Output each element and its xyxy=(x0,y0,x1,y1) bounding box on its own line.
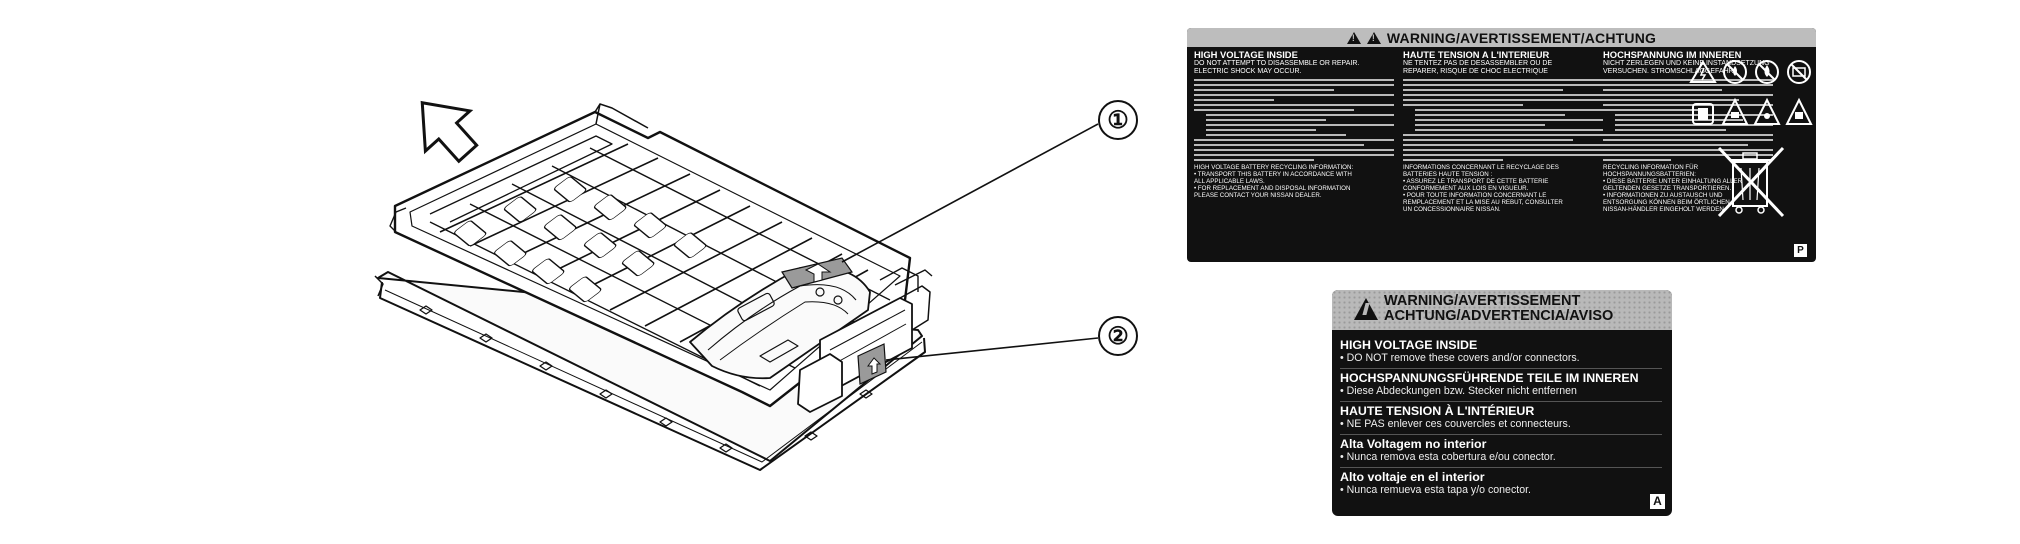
no-disassembly-icon xyxy=(1787,60,1811,84)
label-a-row-text: • Diese Abdeckungen bzw. Stecker nicht e… xyxy=(1340,385,1577,397)
label-a-title-line-2: ACHTUNG/ADVERTENCIA/AVISO xyxy=(1384,308,1614,324)
label-p-english-recycle-1: HIGH VOLTAGE BATTERY RECYCLING INFORMATI… xyxy=(1194,164,1354,171)
label-a-row-heading: Alto voltaje en el interior xyxy=(1340,470,1485,484)
label-p-french-recycle-5: • POUR TOUTE INFORMATION CONCERNANT LE xyxy=(1403,192,1547,199)
label-p-german-recycle-3: • DIESE BATTERIE UNTER EINHALTUNG ALLER xyxy=(1603,178,1743,185)
label-a-row-text: • NE PAS enlever ces couvercles et conne… xyxy=(1340,418,1571,430)
label-p-title-bar: WARNING/AVERTISSEMENT/ACHTUNG xyxy=(1187,28,1816,47)
label-p-german-line-2: VERSUCHEN. STROMSCHLAGGEFAHR xyxy=(1603,68,1734,75)
upper-label-location xyxy=(781,257,853,289)
label-p-french-line-1: NE TENTEZ PAS DE DESASSEMBLER OU DE xyxy=(1403,60,1553,67)
front-direction-arrow-icon xyxy=(420,100,479,164)
label-p-english-heading: HIGH VOLTAGE INSIDE xyxy=(1194,49,1298,60)
label-a-row-spanish: Alto voltaje en el interior • Nunca remu… xyxy=(1340,468,1662,500)
label-p-french-recycle-7: UN CONCESSIONNAIRE NISSAN. xyxy=(1403,206,1501,213)
side-label-location xyxy=(857,343,887,385)
label-p-german-recycle-5: • INFORMATIONEN ZU AUSTAUSCH UND xyxy=(1603,192,1723,199)
battery-pack-drawing: ① ② xyxy=(374,100,1138,471)
label-a-row-heading: HOCHSPANNUNGSFÜHRENDE TEILE IM INNEREN xyxy=(1340,371,1639,385)
label-p-german-heading: HOCHSPANNUNG IM INNEREN xyxy=(1603,49,1742,60)
label-p-german-recycle-1: RECYCLING INFORMATION FÜR xyxy=(1603,164,1699,171)
label-p-french-line-2: REPARER, RISQUE DE CHOC ELECTRIQUE xyxy=(1403,68,1548,75)
label-p-german-recycle-4: GELTENDEN GESETZE TRANSPORTIEREN. xyxy=(1603,185,1732,192)
label-a-header: WARNING/AVERTISSEMENT ACHTUNG/ADVERTENCI… xyxy=(1332,290,1672,330)
label-p-french-fine-print xyxy=(1403,79,1603,161)
warning-label-a: WARNING/AVERTISSEMENT ACHTUNG/ADVERTENCI… xyxy=(1332,290,1672,516)
no-fire-icon xyxy=(1723,60,1747,84)
label-a-row-heading: HIGH VOLTAGE INSIDE xyxy=(1340,338,1478,352)
callout-2: ② xyxy=(1098,316,1138,356)
label-a-row-heading: HAUTE TENSION À L'INTÉRIEUR xyxy=(1340,404,1535,418)
label-p-english-recycle-2: • TRANSPORT THIS BATTERY IN ACCORDANCE W… xyxy=(1194,171,1352,178)
high-voltage-warning-icon xyxy=(1354,298,1378,320)
high-voltage-warning-icon xyxy=(1689,60,1717,83)
label-p-letter: P xyxy=(1794,244,1807,257)
label-p-english-line-2: ELECTRIC SHOCK MAY OCCUR. xyxy=(1194,68,1302,75)
explosive-icon xyxy=(1753,97,1781,125)
callout-1-number: ① xyxy=(1107,107,1129,134)
label-p-french-recycle-3: • ASSUREZ LE TRANSPORT DE CETTE BATTERIE xyxy=(1403,178,1549,185)
battery-pack-body xyxy=(374,103,933,471)
warning-triangle-icon xyxy=(1346,31,1361,44)
label-p-english-recycle-3: ALL APPLICABLE LAWS. xyxy=(1194,178,1265,185)
label-a-title-line-1: WARNING/AVERTISSEMENT xyxy=(1384,293,1581,309)
label-p-title: WARNING/AVERTISSEMENT/ACHTUNG xyxy=(1386,29,1657,46)
warning-triangle-icon xyxy=(1366,31,1381,44)
read-manual-icon xyxy=(1785,97,1813,125)
label-a-letter: A xyxy=(1650,494,1665,509)
label-a-row-text: • Nunca remova esta cobertura e/ou conec… xyxy=(1340,451,1556,463)
label-p-english-column: HIGH VOLTAGE INSIDE DO NOT ATTEMPT TO DI… xyxy=(1194,50,1394,199)
no-water-icon xyxy=(1755,60,1779,84)
label-a-row-heading: Alta Voltagem no interior xyxy=(1340,437,1487,451)
label-p-english-fine-print xyxy=(1194,79,1394,161)
label-p-safety-icons xyxy=(1689,60,1813,218)
label-p-french-recycle-4: CONFORMEMENT AUX LOIS EN VIGUEUR. xyxy=(1403,185,1529,192)
label-p-english-recycle-4: • FOR REPLACEMENT AND DISPOSAL INFORMATI… xyxy=(1194,185,1351,192)
corrosive-icon xyxy=(1721,97,1749,125)
warning-label-p: WARNING/AVERTISSEMENT/ACHTUNG HIGH VOLTA… xyxy=(1187,28,1816,262)
leader-line-1 xyxy=(841,123,1099,263)
label-p-german-recycle-6: ENTSORGUNG KÖNNEN BEIM ÖRTLICHEN xyxy=(1603,199,1730,206)
label-p-german-recycle-2: HOCHSPANNUNGSBATTERIEN: xyxy=(1603,171,1696,178)
callout-1: ① xyxy=(1098,100,1138,140)
label-p-german-recycle-7: NISSAN-HÄNDLER EINGEHOLT WERDEN. xyxy=(1603,206,1726,213)
label-a-rows: HIGH VOLTAGE INSIDE • DO NOT remove thes… xyxy=(1340,336,1662,500)
label-a-row-french: HAUTE TENSION À L'INTÉRIEUR • NE PAS enl… xyxy=(1340,402,1662,435)
label-p-french-recycle-6: REMPLACEMENT ET LA MISE AU REBUT, CONSUL… xyxy=(1403,199,1563,206)
label-a-row-portuguese: Alta Voltagem no interior • Nunca remova… xyxy=(1340,435,1662,468)
callout-2-number: ② xyxy=(1107,323,1129,350)
do-not-dispose-bin-icon xyxy=(1717,146,1785,218)
label-p-french-recycle-2: BATTERIES HAUTE TENSION : xyxy=(1403,171,1493,178)
label-p-french-heading: HAUTE TENSION A L'INTERIEUR xyxy=(1403,49,1550,60)
label-p-french-recycle-1: INFORMATIONS CONCERNANT LE RECYCLAGE DES xyxy=(1403,164,1559,171)
label-p-english-recycle-5: PLEASE CONTACT YOUR NISSAN DEALER. xyxy=(1194,192,1322,199)
label-a-row-text: • DO NOT remove these covers and/or conn… xyxy=(1340,352,1580,364)
label-a-title: WARNING/AVERTISSEMENT ACHTUNG/ADVERTENCI… xyxy=(1384,294,1613,324)
label-a-row-german: HOCHSPANNUNGSFÜHRENDE TEILE IM INNEREN •… xyxy=(1340,369,1662,402)
label-a-row-text: • Nunca remueva esta tapa y/o conector. xyxy=(1340,484,1531,496)
label-p-english-line-1: DO NOT ATTEMPT TO DISASSEMBLE OR REPAIR. xyxy=(1194,60,1360,67)
label-p-german-column: HOCHSPANNUNG IM INNEREN NICHT ZERLEGEN U… xyxy=(1603,50,1803,213)
leader-line-2 xyxy=(885,337,1099,361)
label-p-french-column: HAUTE TENSION A L'INTERIEUR NE TENTEZ PA… xyxy=(1403,50,1603,213)
label-a-row-english: HIGH VOLTAGE INSIDE • DO NOT remove thes… xyxy=(1340,336,1662,369)
label-p-german-line-1: NICHT ZERLEGEN UND KEINE INSTANDSETZUNG xyxy=(1603,60,1770,67)
read-manual-icon xyxy=(1692,103,1714,125)
